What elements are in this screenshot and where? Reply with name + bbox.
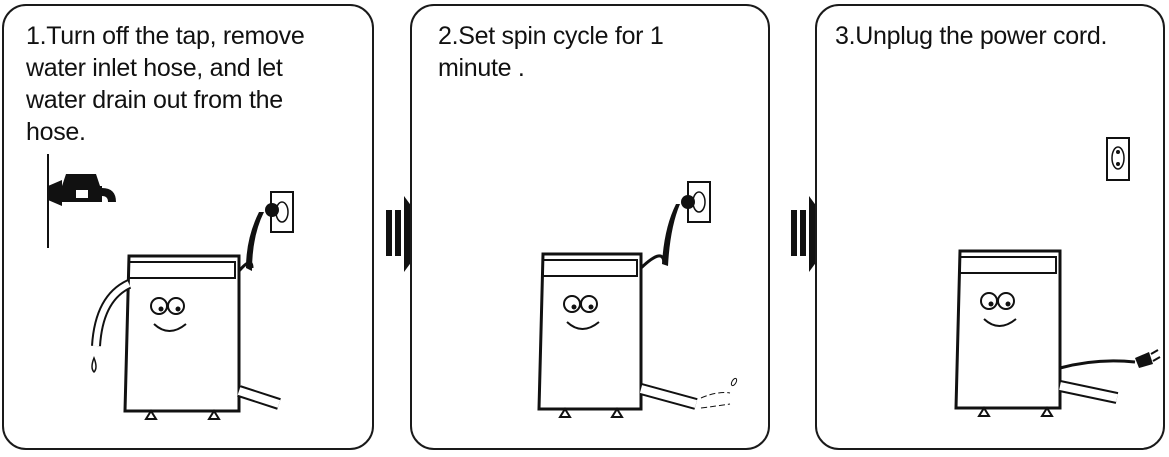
power-plug-icon: [1135, 350, 1160, 368]
wall-outlet-icon: [246, 192, 293, 271]
wall-outlet-icon: [662, 182, 710, 266]
step-3-panel: 3.Unplug the power cord.: [815, 4, 1165, 450]
wall-outlet-icon: [1107, 138, 1129, 180]
step-1-panel: 1.Turn off the tap, remove water inlet h…: [2, 4, 374, 450]
washing-machine-icon: [539, 254, 738, 417]
step-2-panel: 2.Set spin cycle for 1 minute .: [410, 4, 770, 450]
washing-machine-icon: [956, 251, 1135, 416]
water-tap-icon: [48, 174, 116, 206]
washing-machine-icon: [92, 256, 279, 419]
step-1-illustration: [4, 6, 376, 452]
step-3-illustration: [817, 6, 1167, 452]
step-2-illustration: [412, 6, 772, 452]
